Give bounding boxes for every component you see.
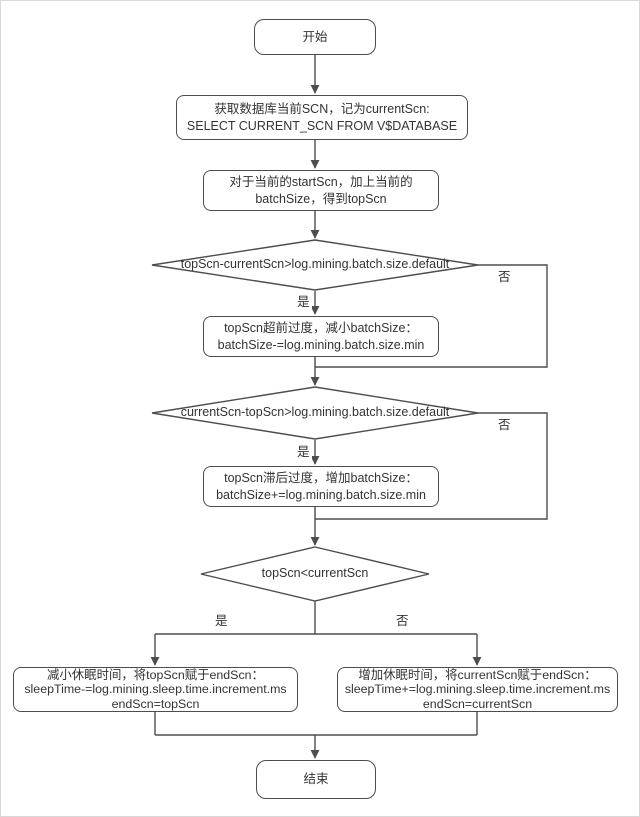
decision-final-text: topScn<currentScn	[261, 566, 369, 580]
decrease-sleep-node: 减小休眠时间，将topScn赋于endScn： sleepTime-=log.m…	[13, 667, 298, 712]
decision-ahead-yes-label: 是	[295, 291, 312, 310]
decision-behind-yes-label: 是	[295, 441, 312, 460]
decision-ahead-text: topScn-currentScn>log.mining.batch.size.…	[180, 257, 450, 271]
decrease-sleep-text: 减小休眠时间，将topScn赋于endScn： sleepTime-=log.m…	[24, 668, 287, 711]
edge-decision2-no-bypass	[315, 412, 548, 520]
start-label: 开始	[302, 29, 328, 44]
compute-topscn-text: 对于当前的startScn，加上当前的 batchSize，得到topScn	[229, 174, 413, 206]
increase-sleep-node: 增加休眠时间，将currentScn赋于endScn： sleepTime+=l…	[337, 667, 618, 712]
end-label: 结束	[303, 772, 329, 787]
decision-final-diamond	[200, 546, 430, 602]
reduce-batch-node: topScn超前过度，减小batchSize： batchSize-=log.m…	[203, 316, 439, 357]
fetch-scn-node: 获取数据库当前SCN，记为currentScn: SELECT CURRENT_…	[176, 95, 468, 140]
edge-decision1-no-bypass	[315, 264, 548, 368]
decision-behind-text: currentScn-topScn>log.mining.batch.size.…	[180, 405, 450, 419]
decision-final-yes-label: 是	[213, 610, 230, 629]
compute-topscn-node: 对于当前的startScn，加上当前的 batchSize，得到topScn	[203, 170, 439, 211]
increase-sleep-text: 增加休眠时间，将currentScn赋于endScn： sleepTime+=l…	[344, 668, 611, 711]
end-node: 结束	[256, 760, 376, 799]
decision-ahead-no-label: 否	[496, 266, 513, 285]
start-node: 开始	[254, 19, 376, 55]
decision-behind-diamond	[151, 386, 479, 440]
decision-final-no-label: 否	[394, 610, 411, 629]
increase-batch-text: topScn滞后过度，增加batchSize： batchSize+=log.m…	[216, 470, 426, 502]
fetch-scn-text: 获取数据库当前SCN，记为currentScn: SELECT CURRENT_…	[186, 101, 458, 133]
decision-behind-no-label: 否	[496, 414, 513, 433]
reduce-batch-text: topScn超前过度，减小batchSize： batchSize-=log.m…	[217, 320, 425, 352]
increase-batch-node: topScn滞后过度，增加batchSize： batchSize+=log.m…	[203, 466, 439, 507]
decision-ahead-diamond	[151, 239, 479, 291]
